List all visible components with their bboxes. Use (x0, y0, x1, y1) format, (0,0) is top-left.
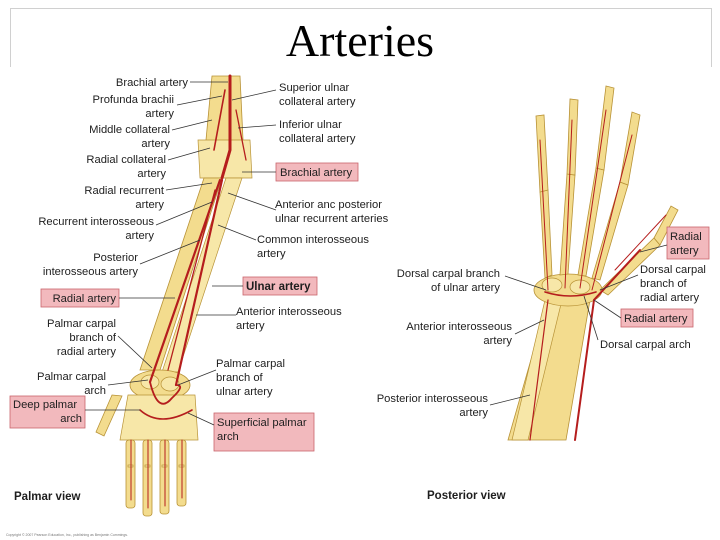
posterior-hand-illustration (507, 85, 679, 441)
label-posterior-interosseous-2: interosseous artery (43, 266, 139, 278)
label-profunda-brachii-2: artery (145, 108, 174, 120)
label-palmar-carpal-arch-1: Palmar carpal (37, 371, 106, 383)
label-anterior-interosseous-1: Anterior interosseous (236, 306, 342, 318)
label-superficial-palmar-2: arch (217, 431, 239, 443)
label-palmar-carpal-radial-2: branch of (69, 332, 117, 344)
label-palmar-carpal-arch-2: arch (84, 385, 106, 397)
label-inferior-ulnar-1: Inferior ulnar (279, 119, 342, 131)
label-palmar-carpal-ulnar-2: branch of (216, 372, 264, 384)
arteries-figure: Brachial artery Profunda brachii artery … (6, 74, 710, 537)
slide-title: Arteries (285, 15, 435, 66)
label-anterior-interosseous-2: artery (236, 320, 265, 332)
palmar-labels-right: Superior ulnar collateral artery Inferio… (216, 82, 389, 443)
label-common-interosseous-2: artery (257, 248, 286, 260)
label-radial-artery-low: Radial artery (624, 313, 688, 325)
palmar-view-caption: Palmar view (14, 491, 81, 503)
label-ulnar-artery: Ulnar artery (246, 281, 311, 293)
label-deep-palmar-2: arch (60, 413, 82, 425)
label-radial-artery: Radial artery (53, 293, 117, 305)
label-palmar-carpal-ulnar-1: Palmar carpal (216, 358, 285, 370)
label-posterior-interosseous-1: Posterior interosseous (377, 393, 489, 405)
label-middle-collateral-1: Middle collateral (89, 124, 170, 136)
label-dorsal-carpal-radial-2: branch of (640, 278, 688, 290)
label-middle-collateral-2: artery (141, 138, 170, 150)
title-frame (10, 8, 712, 67)
label-recurrent-interosseous-2: artery (125, 230, 154, 242)
label-radial-collateral-2: artery (137, 168, 166, 180)
label-radial-collateral-1: Radial collateral (86, 154, 166, 166)
label-dorsal-carpal-arch: Dorsal carpal arch (600, 339, 691, 351)
label-superior-ulnar-2: collateral artery (279, 96, 356, 108)
label-dorsal-carpal-ulnar-2: of ulnar artery (431, 282, 500, 294)
label-posterior-interosseous-1: Posterior (93, 252, 138, 264)
label-radial-recurrent-2: artery (135, 199, 164, 211)
highlight-superficial-palmar-arch (213, 412, 315, 452)
label-radial-artery-top-2: artery (670, 245, 699, 257)
label-superficial-palmar-1: Superficial palmar (217, 417, 307, 429)
label-palmar-carpal-radial-1: Palmar carpal (47, 318, 116, 330)
highlight-radial-artery-top (666, 226, 710, 260)
label-posterior-anterior-interosseous-1: Anterior interosseous (406, 321, 512, 333)
label-anterior-posterior-2: ulnar recurrent arteries (275, 213, 389, 225)
label-posterior-anterior-interosseous-2: artery (483, 335, 512, 347)
leader-lines (85, 81, 668, 426)
label-recurrent-interosseous-1: Recurrent interosseous (38, 216, 154, 228)
label-common-interosseous-1: Common interosseous (257, 234, 369, 246)
label-profunda-brachii-1: Profunda brachii (93, 94, 174, 106)
label-brachial-artery: Brachial artery (116, 77, 189, 89)
label-radial-artery-top-1: Radial (670, 231, 702, 243)
posterior-labels: Radial artery Dorsal carpal branch of ra… (377, 231, 706, 419)
label-brachial-artery-boxed: Brachial artery (280, 167, 353, 179)
label-dorsal-carpal-radial-3: radial artery (640, 292, 699, 304)
copyright-text: Copyright © 2007 Pearson Education, Inc.… (6, 533, 128, 537)
posterior-view-caption: Posterior view (427, 490, 506, 502)
label-deep-palmar-1: Deep palmar (13, 399, 77, 411)
label-posterior-interosseous-2: artery (459, 407, 488, 419)
label-radial-recurrent-1: Radial recurrent (84, 185, 164, 197)
palmar-labels-left: Brachial artery Profunda brachii artery … (13, 77, 188, 425)
label-dorsal-carpal-ulnar-1: Dorsal carpal branch (397, 268, 500, 280)
label-palmar-carpal-radial-3: radial artery (57, 346, 116, 358)
label-inferior-ulnar-2: collateral artery (279, 133, 356, 145)
highlight-deep-palmar-arch (9, 395, 86, 429)
label-palmar-carpal-ulnar-3: ulnar artery (216, 386, 273, 398)
label-anterior-posterior-1: Anterior anc posterior (275, 199, 382, 211)
label-superior-ulnar-1: Superior ulnar (279, 82, 350, 94)
label-dorsal-carpal-radial-1: Dorsal carpal (640, 264, 706, 276)
